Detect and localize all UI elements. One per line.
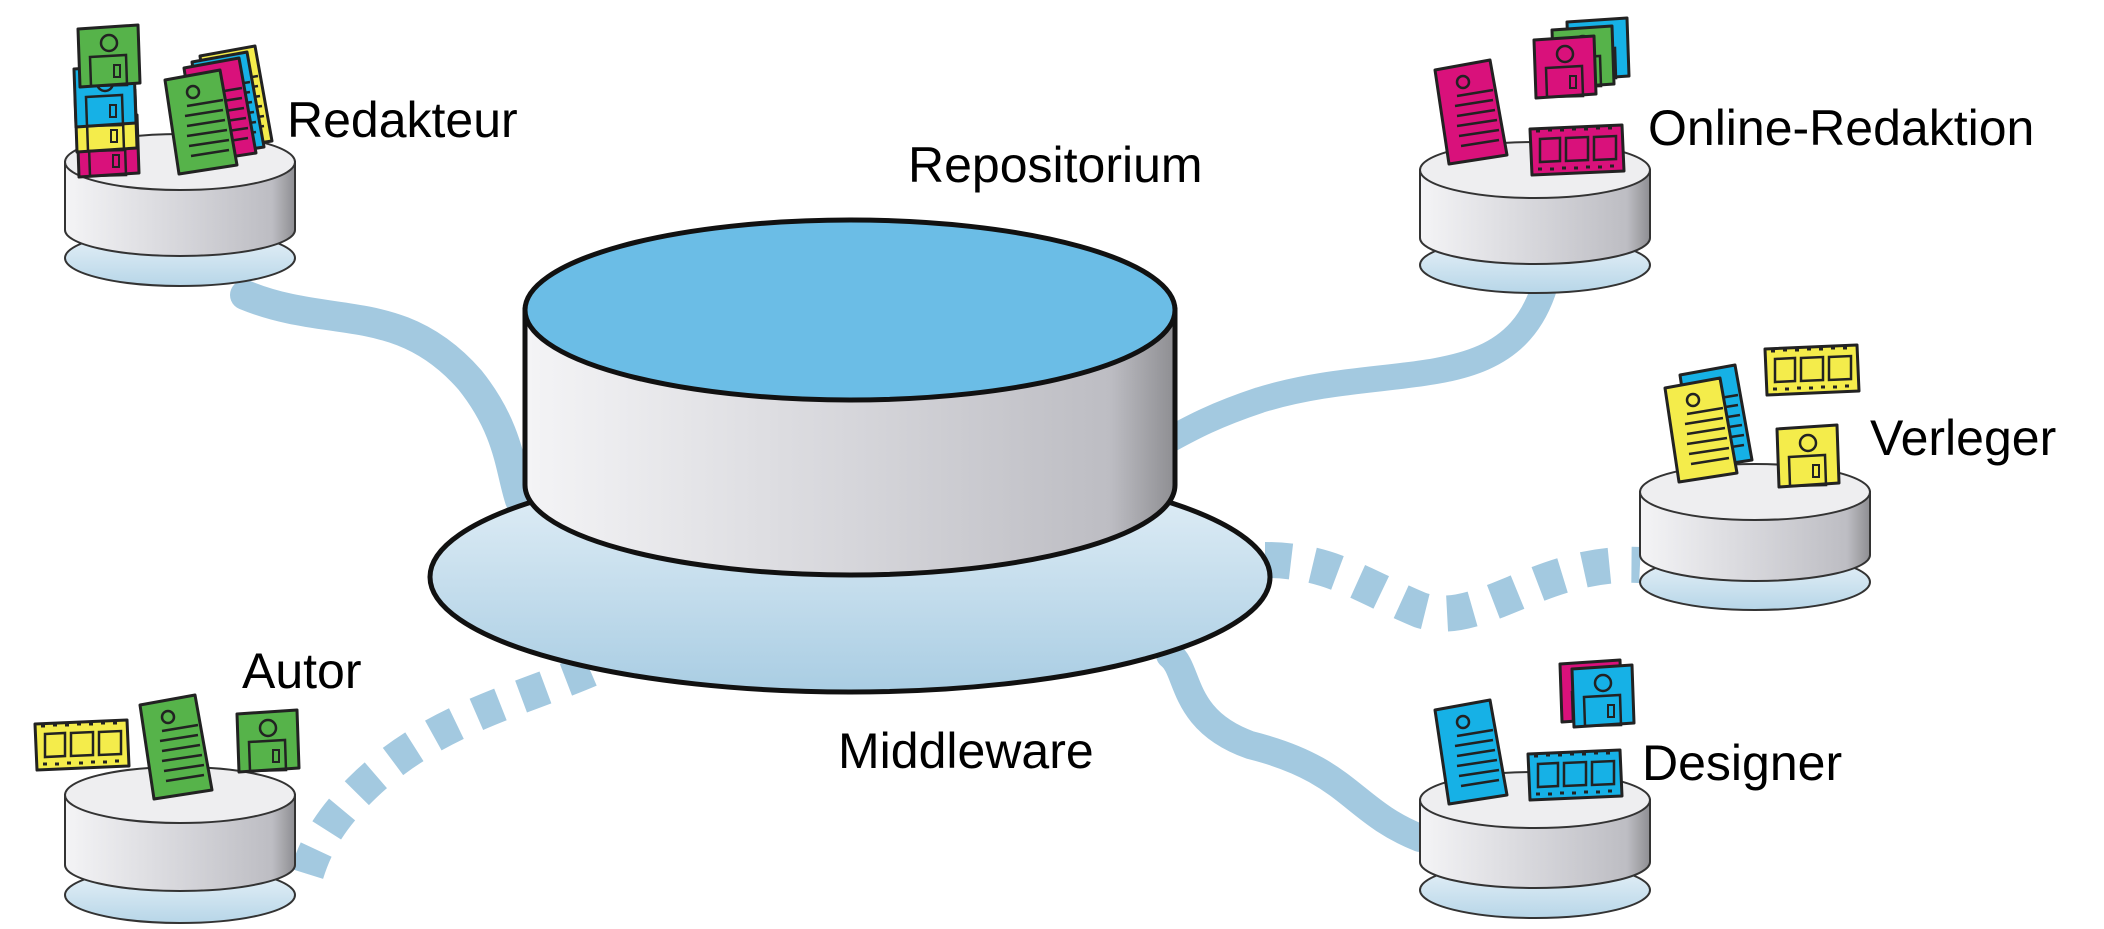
node-redakteur	[64, 23, 296, 287]
connector-designer	[1156, 641, 1434, 852]
node-autor	[33, 693, 301, 924]
file-stack-icon	[1433, 16, 1631, 177]
node-online-redaktion	[1419, 16, 1651, 294]
label-middleware: Middleware	[838, 723, 1094, 779]
node-designer	[1419, 658, 1651, 919]
repository	[427, 217, 1273, 695]
label-online-redaktion: Online-Redaktion	[1648, 100, 2034, 156]
label-verleger: Verleger	[1870, 410, 2056, 466]
label-repositorium: Repositorium	[908, 137, 1203, 193]
connector-online-redaktion	[1137, 272, 1558, 463]
label-designer: Designer	[1642, 735, 1842, 791]
label-autor: Autor	[242, 643, 362, 699]
file-stack-icon	[1433, 658, 1636, 806]
label-redakteur: Redakteur	[287, 92, 518, 148]
connector-autor	[288, 654, 597, 885]
connector-redakteur	[230, 280, 535, 515]
connectors	[230, 272, 1641, 885]
repository-top	[522, 217, 1178, 403]
node-verleger	[1639, 343, 1871, 611]
connector-verleger	[1264, 542, 1641, 632]
